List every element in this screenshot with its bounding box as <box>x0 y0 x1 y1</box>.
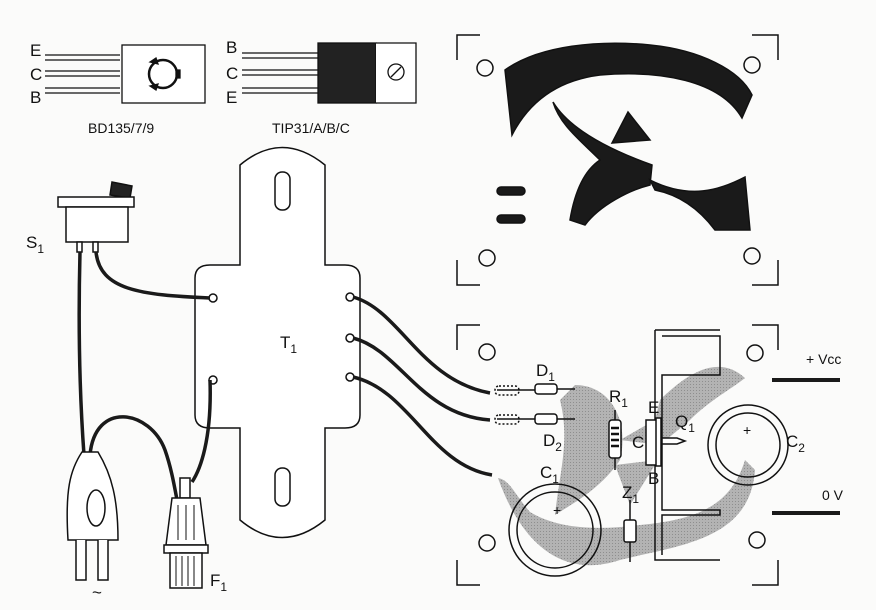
transformer-label: T1 <box>280 333 297 356</box>
plug-label: ~ <box>92 583 102 602</box>
z1-label: Z1 <box>622 483 639 506</box>
tip31-transistor <box>242 42 417 104</box>
bd135-pin-e: E <box>30 41 41 60</box>
gnd-label: 0 V <box>822 487 844 503</box>
q1-pin-c: C <box>632 433 644 452</box>
fuse-label: F1 <box>210 571 227 594</box>
r1-label: R1 <box>609 387 628 410</box>
switch-label: S1 <box>26 233 44 256</box>
c2-label: C2 <box>786 432 805 455</box>
copper-traces <box>498 366 755 566</box>
tip31-pin-c: C <box>226 64 238 83</box>
mains-plug <box>66 451 119 581</box>
q1-pin-b: B <box>648 469 659 488</box>
vcc-label: + Vcc <box>806 351 841 367</box>
q1-pin-e: E <box>648 398 659 417</box>
c1-plus: + <box>553 502 561 518</box>
tip31-pin-b: B <box>226 38 237 57</box>
tip31-caption: TIP31/A/B/C <box>272 120 350 136</box>
bd135-pin-c: C <box>30 65 42 84</box>
c1-label: C1 <box>540 463 559 486</box>
c2-plus: + <box>743 422 751 438</box>
pcb-component-side <box>456 324 789 586</box>
d2-label: D2 <box>543 431 562 454</box>
switch-s1[interactable] <box>57 181 135 253</box>
d1-label: D1 <box>536 361 555 384</box>
tip31-pin-e: E <box>226 88 237 107</box>
pcb-copper-side <box>456 34 779 286</box>
q1-label: Q1 <box>675 412 695 435</box>
bd135-caption: BD135/7/9 <box>88 120 154 136</box>
fuse-holder-f1 <box>163 477 209 589</box>
bd135-pin-b: B <box>30 88 41 107</box>
bd135-transistor <box>45 44 206 104</box>
wires <box>77 251 840 515</box>
transformer-t1 <box>194 146 361 539</box>
